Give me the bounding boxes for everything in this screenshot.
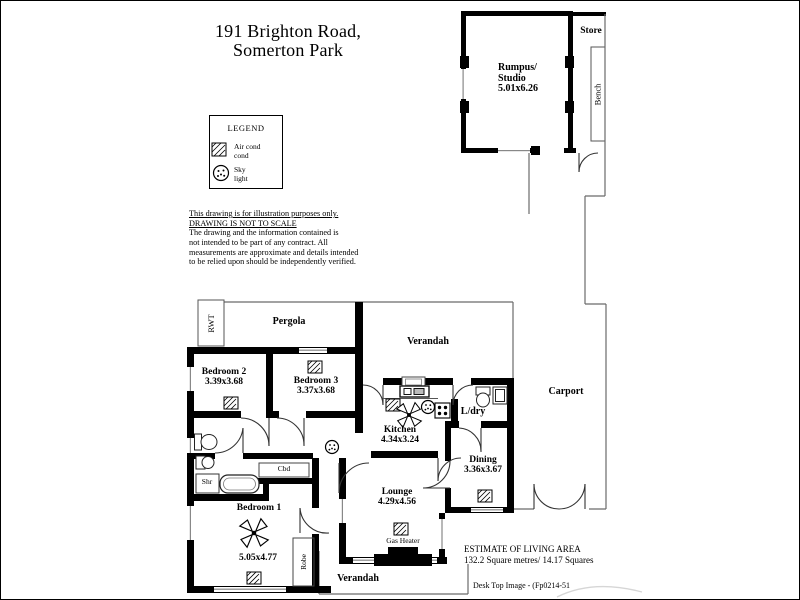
wall-pier [565,101,574,113]
wall-pier [460,101,469,113]
air-cond-icon [307,360,323,374]
air-cond-icon [385,398,401,412]
room-label-bedroom2: Bedroom 2 3.39x3.68 [201,367,247,387]
title-line1: 191 Brighton Road, [214,21,362,41]
bathroom-door-arc [214,427,244,454]
page-title: 191 Brighton Road, Somerton Park [215,22,361,60]
kitchen-nw-door-arc [362,384,384,406]
window [187,438,194,453]
carport-french-doors [533,483,586,510]
room-label-carport: Carport [548,386,584,397]
room-label-lounge: Lounge 4.29x4.56 [378,487,416,507]
rumpus-door-opening [540,147,564,154]
toilet-icon [194,433,218,451]
wall-pier [460,56,469,68]
room-label-laundry: L/dry [460,406,486,417]
rwt-outline [197,299,225,347]
window [471,508,503,512]
room-label-bedroom1-dims: 5.05x4.77 [239,553,277,563]
room-label-bedroom3: Bedroom 3 3.37x3.68 [293,376,339,396]
room-label-verandah-top: Verandah [407,336,449,347]
laundry-door-arc [452,384,474,406]
boundary-fence [514,14,607,510]
window [187,506,194,540]
legend-air-cond-label: Air cond cond [234,142,261,161]
window [339,499,346,523]
label-gas-heater: Gas Heater [386,536,420,545]
living-area-estimate: ESTIMATE OF LIVING AREA 132.2 Square met… [464,544,594,566]
lounge-door-arc [338,462,370,494]
legend-skylight-label: Sky light [234,165,248,184]
credit-line: Desk Top Image - (Fp0214-51 [473,581,571,590]
window [439,519,445,549]
ceiling-fan-icon [238,517,270,549]
store-door-arc [578,152,599,173]
laundry-trough-icon [475,386,491,408]
room-label-bedroom1: Bedroom 1 [236,503,282,513]
label-robe: Robe [298,554,308,570]
dining-north-door-arc [458,427,482,452]
room-label-bench: Bench [592,83,603,105]
room-label-pergola: Pergola [272,316,306,327]
door-arcs [214,384,586,534]
wall-pier [565,56,574,68]
disclaimer-text: This drawing is for illustration purpose… [189,209,359,267]
bedroom3-door-arc [276,417,305,446]
cooktop-icon [434,402,451,419]
skylight-icon [420,399,436,415]
ceiling-fan-icon [395,401,423,429]
air-cond-icon [246,571,262,585]
room-label-rumpus: Rumpus/ Studio 5.01x6.26 [498,62,538,94]
window [353,558,379,563]
gas-heater-icon [374,547,432,566]
air-cond-icon [477,489,493,503]
washing-machine-icon [492,386,508,405]
skylight-icon [212,164,230,182]
shower-outline [195,473,220,494]
label-cupboard: Cbd [277,464,291,473]
window [299,348,327,353]
robe-outline [292,537,315,587]
basin-icon [195,455,215,470]
cupboard-outline [258,462,310,478]
dining-west-door-arc [422,460,451,489]
room-label-store: Store [580,26,602,36]
window [214,587,286,592]
air-cond-icon [211,142,227,157]
kitchen-lounge-door-arc [437,457,462,482]
room-label-verandah-bottom: Verandah [337,573,379,584]
bedroom1-door-arc [299,507,330,534]
oven-icon [383,385,438,399]
room-label-dining: Dining 3.36x3.67 [464,455,502,475]
legend: LEGEND Air cond cond Sky light [209,115,283,189]
room-label-rwt: RWT [205,313,216,333]
bathtub-icon [219,474,260,494]
room-label-kitchen: Kitchen 4.34x3.24 [381,425,419,445]
title-line2: Somerton Park [232,39,344,60]
air-cond-icon [393,522,409,536]
watermark-swoosh [556,585,643,598]
rumpus-window-west [460,69,467,99]
wall-pier [531,146,540,155]
pergola-outline [224,301,514,378]
rumpus-window-south [498,147,530,154]
legend-heading: LEGEND [227,123,265,133]
windows [187,348,503,592]
skylight-icon [324,439,340,455]
label-shower: Shr [201,477,213,486]
window [187,367,194,391]
air-cond-icon [223,396,239,410]
bedroom2-door-arc [240,417,270,447]
store-wall [573,12,606,16]
